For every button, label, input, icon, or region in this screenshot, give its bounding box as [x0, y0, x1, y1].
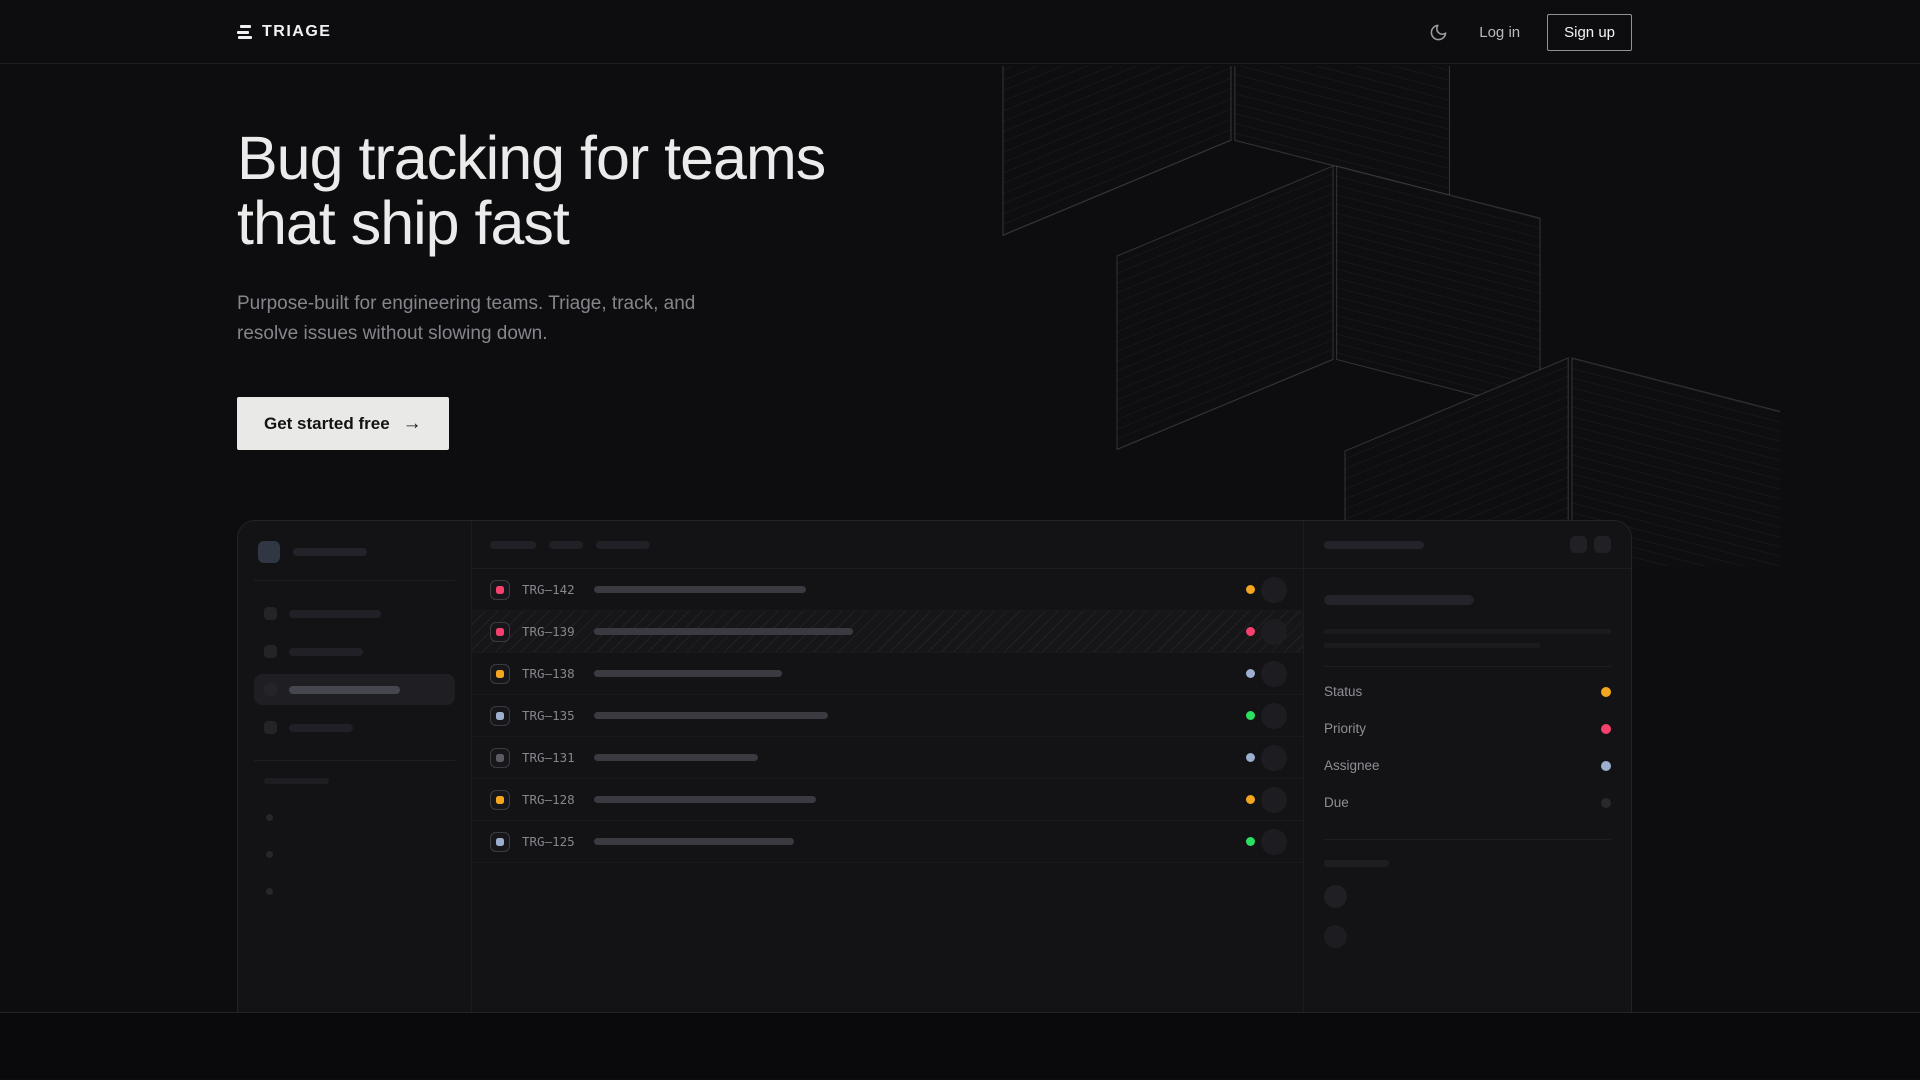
issue-status-dot — [1246, 753, 1255, 763]
field-label: Assignee — [1324, 758, 1380, 774]
issue-detail-panel: Status Priority Assignee Due — [1303, 521, 1631, 1012]
triage-logo-icon — [237, 25, 252, 39]
detail-header — [1304, 521, 1631, 570]
issue-row[interactable]: TRG–128 — [472, 779, 1303, 822]
assignee-avatar — [1261, 576, 1287, 603]
issue-row[interactable]: TRG–142 — [472, 569, 1303, 612]
nav-item-icon — [264, 607, 277, 621]
login-link[interactable]: Log in — [1479, 23, 1521, 41]
issue-title-placeholder — [594, 670, 782, 678]
toolbar-pill — [490, 540, 536, 549]
issue-id: TRG–138 — [522, 666, 575, 682]
comment-avatar — [1324, 885, 1347, 909]
issue-status-dot — [1246, 627, 1255, 637]
toolbar-pill — [549, 540, 583, 549]
detail-field-row[interactable]: Due — [1324, 784, 1611, 821]
field-label: Status — [1324, 684, 1363, 700]
issue-title-placeholder — [594, 628, 853, 636]
issue-type-icon — [490, 831, 510, 852]
assignee-avatar — [1261, 786, 1287, 813]
field-value-dot — [1601, 686, 1611, 697]
issue-id: TRG–139 — [522, 624, 575, 640]
assignee-avatar — [1261, 702, 1287, 729]
issue-id: TRG–125 — [522, 834, 575, 850]
mockup-sidebar — [238, 521, 472, 1012]
issue-row[interactable]: TRG–138 — [472, 653, 1303, 696]
issue-status-dot — [1246, 837, 1255, 847]
workspace-avatar — [258, 541, 280, 564]
nav-item-icon — [264, 645, 277, 659]
get-started-button[interactable]: Get started free → — [237, 397, 449, 451]
issue-title-placeholder — [594, 712, 828, 720]
theme-toggle-button[interactable] — [1425, 19, 1452, 46]
field-value-dot — [1601, 760, 1611, 771]
issue-row[interactable]: TRG–125 — [472, 821, 1303, 864]
issue-type-icon — [490, 789, 510, 810]
field-label: Due — [1324, 795, 1349, 811]
signup-button[interactable]: Sign up — [1547, 13, 1632, 51]
detail-field-row[interactable]: Status — [1324, 673, 1611, 710]
toolbar-pill — [596, 540, 650, 549]
arrow-right-icon: → — [402, 412, 422, 434]
sidebar-item-dot — [266, 851, 273, 859]
issue-title-placeholder — [594, 838, 794, 846]
header-actions: Log in Sign up — [1425, 13, 1632, 51]
issue-title-placeholder — [594, 586, 806, 594]
assignee-avatar — [1261, 618, 1287, 645]
issue-type-icon — [490, 663, 510, 684]
activity-section-label — [1324, 860, 1389, 868]
field-value-dot — [1601, 723, 1611, 734]
detail-field-row[interactable]: Priority — [1324, 710, 1611, 747]
sidebar-nav-item[interactable] — [254, 674, 455, 706]
issue-id: TRG–131 — [522, 750, 575, 766]
hero-subtitle: Purpose-built for engineering teams. Tri… — [237, 292, 696, 344]
sidebar-nav-item[interactable] — [254, 712, 455, 743]
issue-title-placeholder — [594, 754, 758, 762]
moon-icon — [1430, 24, 1447, 40]
field-label: Priority — [1324, 721, 1367, 737]
sidebar-nav-item[interactable] — [254, 598, 455, 629]
workspace-switcher[interactable] — [254, 539, 455, 564]
issue-id: TRG–142 — [522, 582, 575, 598]
issue-type-icon — [490, 705, 510, 726]
brand-logo[interactable]: TRIAGE — [237, 23, 331, 41]
issue-status-dot — [1246, 711, 1255, 721]
sidebar-item-dot — [266, 888, 273, 896]
nav-item-icon — [264, 721, 277, 735]
detail-title-placeholder — [1324, 595, 1474, 606]
page-footer — [0, 1013, 1920, 1079]
comment-avatar — [1324, 925, 1347, 949]
issue-type-icon — [490, 621, 510, 642]
assignee-avatar — [1261, 660, 1287, 687]
field-value-dot — [1601, 797, 1611, 808]
issue-row[interactable]: TRG–139 — [472, 611, 1303, 654]
issue-id: TRG–135 — [522, 708, 575, 724]
detail-action-icon[interactable] — [1570, 536, 1587, 554]
sidebar-nav-item[interactable] — [254, 636, 455, 667]
assignee-avatar — [1261, 828, 1287, 855]
assignee-avatar — [1261, 744, 1287, 771]
issue-type-icon — [490, 747, 510, 768]
sidebar-item-dot — [266, 814, 273, 822]
detail-field-row[interactable]: Assignee — [1324, 747, 1611, 784]
issue-status-dot — [1246, 795, 1255, 805]
site-header: TRIAGE Log in Sign up — [0, 0, 1920, 64]
brand-name: TRIAGE — [262, 23, 332, 40]
issue-row[interactable]: TRG–131 — [472, 737, 1303, 780]
issue-type-icon — [490, 579, 510, 600]
issue-title-placeholder — [594, 796, 816, 804]
issue-status-dot — [1246, 585, 1255, 595]
issue-list-panel: TRG–142 TRG–139 TRG–138 TRG–135 — [472, 521, 1303, 1012]
issue-status-dot — [1246, 669, 1255, 679]
app-mockup: TRG–142 TRG–139 TRG–138 TRG–135 — [237, 520, 1632, 1012]
issue-id: TRG–128 — [522, 792, 575, 808]
detail-action-icon[interactable] — [1594, 536, 1611, 554]
issue-list-toolbar — [472, 521, 1303, 570]
nav-item-icon — [264, 683, 277, 697]
sidebar-section-label — [264, 778, 329, 785]
issue-row[interactable]: TRG–135 — [472, 695, 1303, 738]
